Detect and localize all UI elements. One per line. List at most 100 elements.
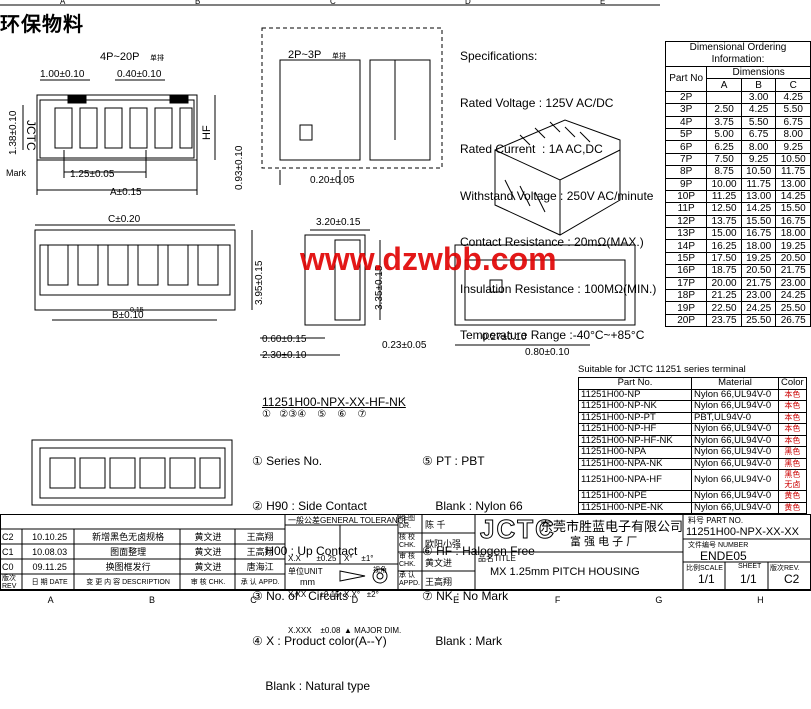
dim-table-title: Dimensional Ordering Information: (665, 41, 811, 67)
scale-value: 1/1 (698, 572, 715, 586)
doc-number: ENDE05 (700, 549, 747, 563)
dim-table: Dimensional Ordering Information: Part N… (664, 41, 811, 328)
dim-d4: 1.25±0.05 (70, 169, 115, 180)
ruler-label: D (351, 595, 359, 605)
company-logo: JCTC (480, 514, 556, 545)
title-block (0, 514, 811, 590)
watermark: www.dzwbb.com (299, 241, 557, 277)
drawing-area: A B C D E 4P~20P 单排 1.00±0.10 0.40±0.10 … (0, 0, 660, 506)
svg-text:0.15: 0.15 (130, 307, 144, 314)
small-view (261, 27, 443, 185)
jctc-mark: JCTC (24, 120, 38, 151)
proj-label: 视角 (373, 567, 387, 574)
company-name: 东莞市胜蓝电子有限公司 (540, 519, 684, 534)
tolerance-values: X.X ±0.25 X.XX ±0.15 X.XXX ±0.08 (288, 554, 341, 635)
dim-d2: 0.40±0.10 (117, 69, 162, 80)
specifications: Specifications: Rated Voltage : 125V AC/… (460, 18, 656, 359)
dim-d9: 3.20±0.15 (316, 217, 361, 228)
drawing-title: MX 1.25mm PITCH HOUSING (490, 566, 640, 578)
dim-d14: 2.30±0.10 (262, 350, 307, 361)
tolerance-title: 一般公差GENERAL TOLERANCE (288, 516, 409, 525)
side-view (260, 229, 381, 356)
svg-text:D: D (465, 0, 471, 6)
iso-view (494, 119, 621, 236)
back-view (454, 244, 636, 346)
spec-line: Insulation Resistance : 100MΩ(MIN.) (460, 281, 657, 296)
hf-mark: HF (201, 125, 213, 140)
svg-text:单排: 单排 (150, 53, 164, 62)
dim-d10: 3.95±0.15 (254, 260, 265, 305)
terminal-title: Suitable for JCTC 11251 series terminal (578, 364, 746, 375)
ruler-a-top: A (60, 0, 66, 6)
sheet-value: 1/1 (740, 572, 757, 586)
eco-stamp: 环保物料 (0, 14, 84, 36)
spec-line: Rated Voltage : 125V AC/DC (460, 95, 614, 110)
small-label: 2P~3P (288, 49, 321, 61)
ruler-label: A (47, 595, 54, 605)
ruler-label: G (655, 595, 663, 605)
dim-d15: 0.23±0.05 (382, 340, 427, 351)
title-label: 品名TITLE (478, 554, 516, 563)
spec-line: Contact Resistance : 20mΩ(MAX.) (460, 235, 644, 249)
top-view (22, 79, 216, 195)
front-view (34, 224, 253, 321)
svg-text:E: E (600, 0, 605, 6)
svg-text:B: B (195, 0, 200, 6)
mark-label: Mark (6, 168, 26, 178)
dim-d3: 1.38±0.10 (8, 110, 19, 155)
dr-name: 陈 千 (425, 520, 446, 530)
part-code-markers: ① ②③④ ⑤ ⑥ ⑦ (262, 409, 367, 420)
dim-d13: 0.60±0.15 (262, 334, 307, 345)
unit-value: mm (300, 577, 315, 587)
dr-label: 绘 图 DR. (399, 515, 415, 530)
spec-line: Withstand Voltage : 250V AC/minute (460, 188, 654, 203)
dim-d6: 0.93±0.10 (234, 145, 245, 190)
dim-d5: A±0.15 (110, 187, 142, 198)
part-no-value: 11251H00-NPX-XX-XX (686, 526, 799, 538)
dim-d12: B±0.10 (112, 310, 144, 321)
dim-d16: 0.27±0.10 (482, 332, 527, 343)
dim-d1: 1.00±0.10 (40, 69, 85, 80)
spec-title: Specifications: (460, 49, 538, 63)
dim-d11: 3.35±0.15 (374, 265, 385, 310)
dim-d17: 0.80±0.10 (525, 347, 570, 358)
unit-label: 单位UNIT (288, 567, 323, 576)
top-label: 4P~20P (100, 51, 139, 63)
part-code: 11251H00-NPX-XX-HF-NK (262, 395, 406, 409)
ruler-label: C (250, 595, 257, 605)
tolerance-angles: X° ±1° X.X° ±2° ▲ MAJOR DIM. (344, 554, 402, 635)
ruler-label: B (149, 595, 156, 605)
dim-d7: 0.20±0.05 (310, 175, 355, 186)
factory-name: 富 强 电 子 厂 (570, 536, 638, 548)
